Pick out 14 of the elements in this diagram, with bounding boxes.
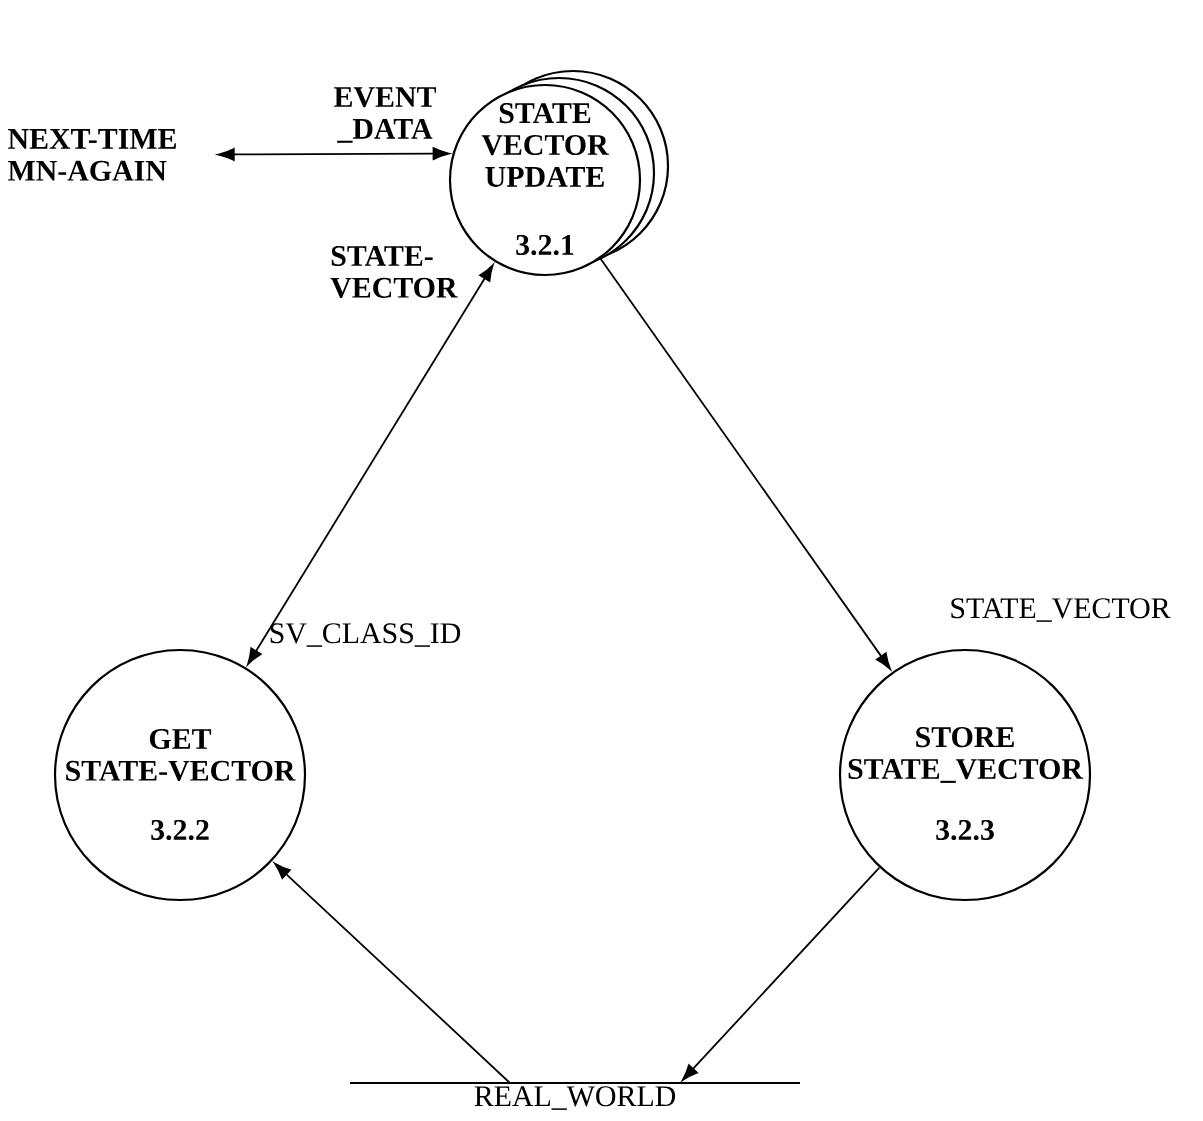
arrow (599, 257, 891, 670)
process-label: 3.2.2 (151, 819, 209, 841)
arrow (247, 264, 494, 666)
process-label: GET STATE-VECTOR (66, 728, 296, 782)
edge-label: EVENT _DATA (334, 87, 437, 143)
flow-label: STATE- VECTOR (330, 245, 458, 299)
edge-label: SV_CLASS_ID (270, 623, 461, 647)
edge-label: STATE_VECTOR (951, 598, 1171, 622)
arrow (274, 862, 511, 1084)
data-store: REAL_WORLD (350, 1081, 800, 1110)
arrow (681, 866, 881, 1081)
process-label: STORE STATE_VECTOR (848, 727, 1084, 783)
process-label: 3.2.3 (936, 819, 994, 841)
external-entity: NEXT-TIME MN-AGAIN (8, 129, 176, 181)
